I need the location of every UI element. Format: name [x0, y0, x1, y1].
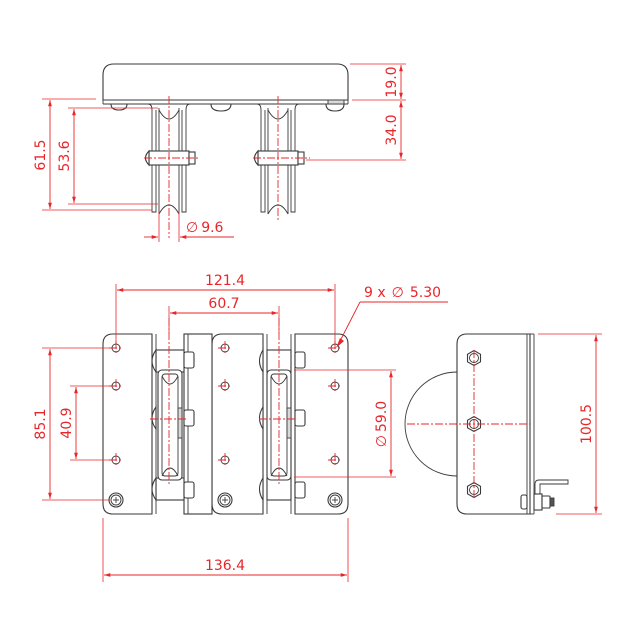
foot-mid — [210, 103, 232, 112]
top-view: 61.5 53.6 ∅9.6 19.0 34.0 — [33, 63, 406, 242]
bottom-bracket — [534, 479, 569, 500]
top-pulley-left — [144, 96, 200, 238]
diameter-symbol: ∅ — [374, 435, 390, 447]
mounting-hole — [218, 341, 232, 355]
phillips-screw-icon — [217, 492, 233, 508]
dim-hole-span: 121.4 — [205, 273, 245, 289]
mounting-hole — [328, 453, 342, 467]
hole-callout: 9 x∅5.30 — [364, 285, 441, 301]
dim-plate-thickness: 19.0 — [384, 66, 400, 97]
screws — [108, 492, 343, 508]
mounting-hole — [328, 379, 342, 393]
sheave-arc — [404, 371, 458, 477]
foot-left — [110, 103, 128, 111]
dim-pin-diameter: ∅9.6 — [186, 220, 224, 236]
diameter-symbol: ∅ — [186, 220, 198, 236]
dim-vertical-hole-span: 85.1 — [33, 408, 49, 439]
dim-pulley-spacing: 60.7 — [208, 296, 239, 312]
diameter-symbol: ∅ — [392, 285, 404, 301]
dim-axle-offset: 34.0 — [384, 114, 400, 145]
front-pulley-left — [150, 318, 195, 502]
top-pulley-right — [253, 96, 310, 222]
mounting-hole — [218, 379, 232, 393]
mounting-hole — [109, 453, 123, 467]
dim-sheave-diameter: ∅59.0 — [374, 401, 390, 447]
front-plate-left — [102, 333, 153, 515]
side-view: 100.5 — [404, 333, 602, 515]
front-pulley-right — [258, 318, 306, 502]
front-view: 121.4 60.7 9 x∅5.30 85.1 40.9 ∅59.0 — [33, 273, 448, 582]
dim-overall-height-top: 61.5 — [33, 139, 49, 170]
dim-overall-height-side: 100.5 — [579, 404, 595, 444]
foot-right — [325, 103, 345, 112]
front-plate-mid — [211, 333, 264, 515]
dim-sheave-height: 53.6 — [57, 140, 73, 171]
dim-hole-pitch: 40.9 — [59, 407, 75, 438]
phillips-screw-icon — [108, 492, 124, 508]
top-plate — [102, 63, 349, 101]
dim-overall-width: 136.4 — [205, 558, 245, 574]
phillips-screw-icon — [327, 492, 343, 508]
mounting-hole — [218, 453, 232, 467]
